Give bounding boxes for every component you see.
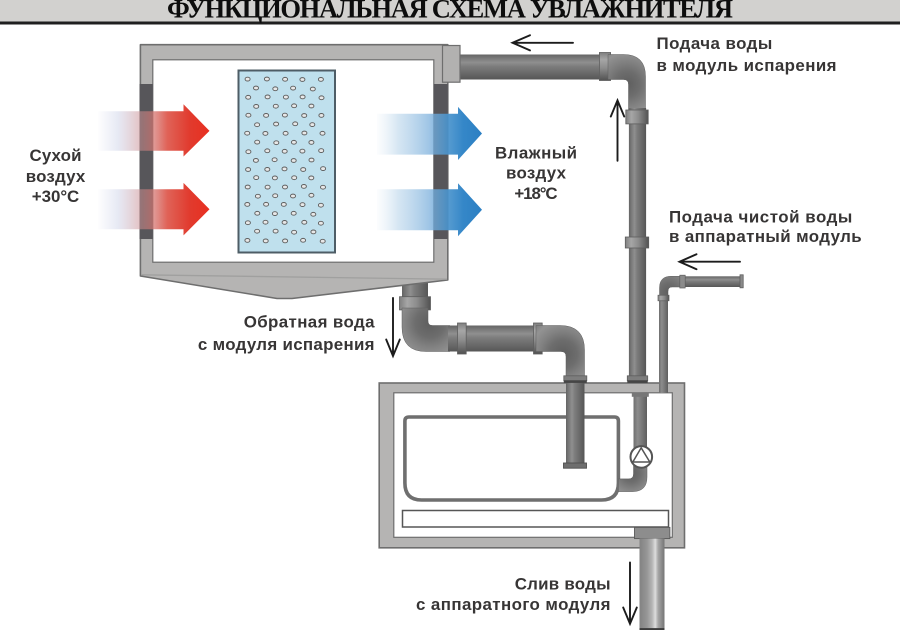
svg-text:с модуля испарения: с модуля испарения xyxy=(198,335,375,354)
svg-text:Подача воды: Подача воды xyxy=(657,34,773,53)
svg-text:в модуль испарения: в модуль испарения xyxy=(657,56,837,75)
svg-text:в аппаратный модуль: в аппаратный модуль xyxy=(669,227,862,246)
svg-text:воздух: воздух xyxy=(506,164,567,183)
svg-text:Слив воды: Слив воды xyxy=(515,575,611,594)
svg-text:воздух: воздух xyxy=(26,167,86,186)
svg-text:с аппаратного модуля: с аппаратного модуля xyxy=(416,595,611,614)
svg-text:+30°С: +30°С xyxy=(32,187,80,206)
svg-text:Сухой: Сухой xyxy=(30,146,82,165)
svg-text:+18°С: +18°С xyxy=(514,184,557,203)
svg-text:Подача чистой воды: Подача чистой воды xyxy=(669,207,852,226)
svg-text:Влажный: Влажный xyxy=(495,143,577,162)
svg-text:Обратная вода: Обратная вода xyxy=(244,312,375,331)
svg-text:ФУНКЦИОНАЛЬНАЯ СХЕМА УВЛАЖНИТЕ: ФУНКЦИОНАЛЬНАЯ СХЕМА УВЛАЖНИТЕЛЯ xyxy=(167,0,733,24)
